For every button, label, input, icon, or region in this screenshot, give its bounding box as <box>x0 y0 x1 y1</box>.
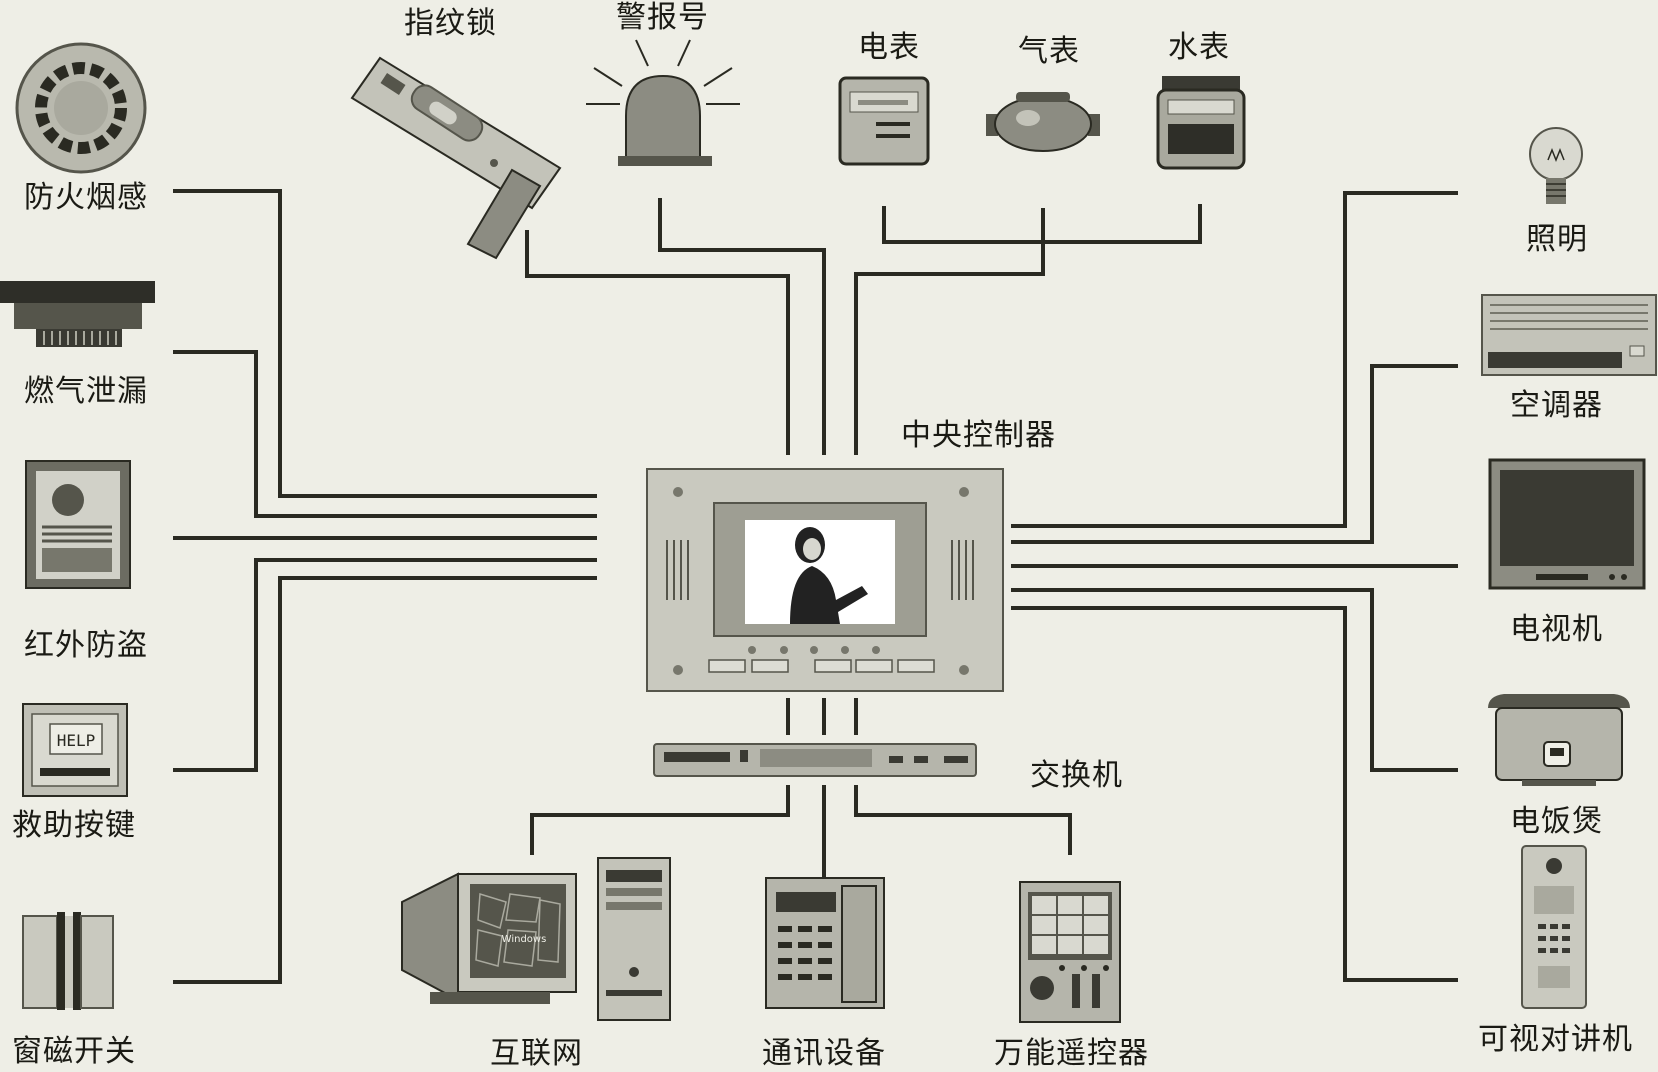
gas-meter-icon <box>986 92 1100 152</box>
fingerprint-lock-icon <box>350 56 562 260</box>
label-universal-remote: 万能遥控器 <box>994 1036 1149 1071</box>
wire-window <box>173 576 597 984</box>
label-communication: 通讯设备 <box>762 1036 886 1071</box>
label-lighting: 照明 <box>1526 222 1588 257</box>
light-bulb-icon <box>1529 127 1583 204</box>
water-meter-icon <box>1156 76 1246 170</box>
label-electricity-meter: 电表 <box>858 30 920 65</box>
label-water-meter: 水表 <box>1168 30 1230 65</box>
telephone-icon <box>765 877 885 1009</box>
wire-cooker <box>1011 588 1458 772</box>
label-internet: 互联网 <box>490 1036 583 1071</box>
computer-icon: Windows <box>401 857 671 1021</box>
label-gas-leak: 燃气泄漏 <box>24 374 148 409</box>
screen-brand-text: Windows <box>502 934 547 945</box>
gas-leak-sensor-icon <box>0 281 155 347</box>
universal-remote-icon <box>1019 881 1121 1023</box>
connection-lines <box>173 189 1458 984</box>
infrared-sensor-icon <box>25 460 131 589</box>
label-air-conditioner: 空调器 <box>1510 388 1603 423</box>
label-television: 电视机 <box>1510 612 1603 647</box>
help-text: HELP <box>57 731 96 750</box>
label-central-controller: 中央控制器 <box>901 418 1056 453</box>
label-smoke-detector: 防火烟感 <box>24 180 148 215</box>
wire-smoke <box>173 189 597 498</box>
wire-intercom <box>1011 606 1458 982</box>
rice-cooker-icon <box>1488 694 1630 786</box>
wire-remote <box>854 785 1072 855</box>
wire-alarm <box>658 198 826 455</box>
label-window-switch: 窗磁开关 <box>12 1034 136 1069</box>
label-fingerprint-lock: 指纹锁 <box>404 6 497 41</box>
video-intercom-icon <box>1521 845 1587 1009</box>
wire-internet <box>530 785 790 855</box>
label-help-button: 救助按键 <box>12 808 136 843</box>
air-conditioner-icon <box>1481 294 1657 376</box>
network-switch <box>653 743 977 777</box>
window-magnet-switch-icon <box>22 912 114 1010</box>
alarm-beacon-icon <box>586 39 740 166</box>
wire-gas-leak <box>173 350 597 518</box>
central-controller <box>646 468 1004 692</box>
smoke-detector-icon <box>15 42 147 174</box>
label-switch: 交换机 <box>1030 758 1123 793</box>
wire-help <box>173 558 597 772</box>
label-video-intercom: 可视对讲机 <box>1478 1022 1633 1057</box>
wire-ac <box>1011 364 1458 544</box>
wire-meters <box>854 242 1045 455</box>
television-icon <box>1488 458 1646 590</box>
label-gas-meter: 气表 <box>1018 34 1080 69</box>
wire-lock <box>525 230 790 455</box>
electricity-meter-icon <box>838 76 930 166</box>
label-rice-cooker: 电饭煲 <box>1510 804 1603 839</box>
help-button-icon: HELP <box>22 703 128 797</box>
wire-light <box>1011 191 1458 528</box>
label-alarm: 警报号 <box>616 0 709 35</box>
label-infrared: 红外防盗 <box>24 628 148 663</box>
